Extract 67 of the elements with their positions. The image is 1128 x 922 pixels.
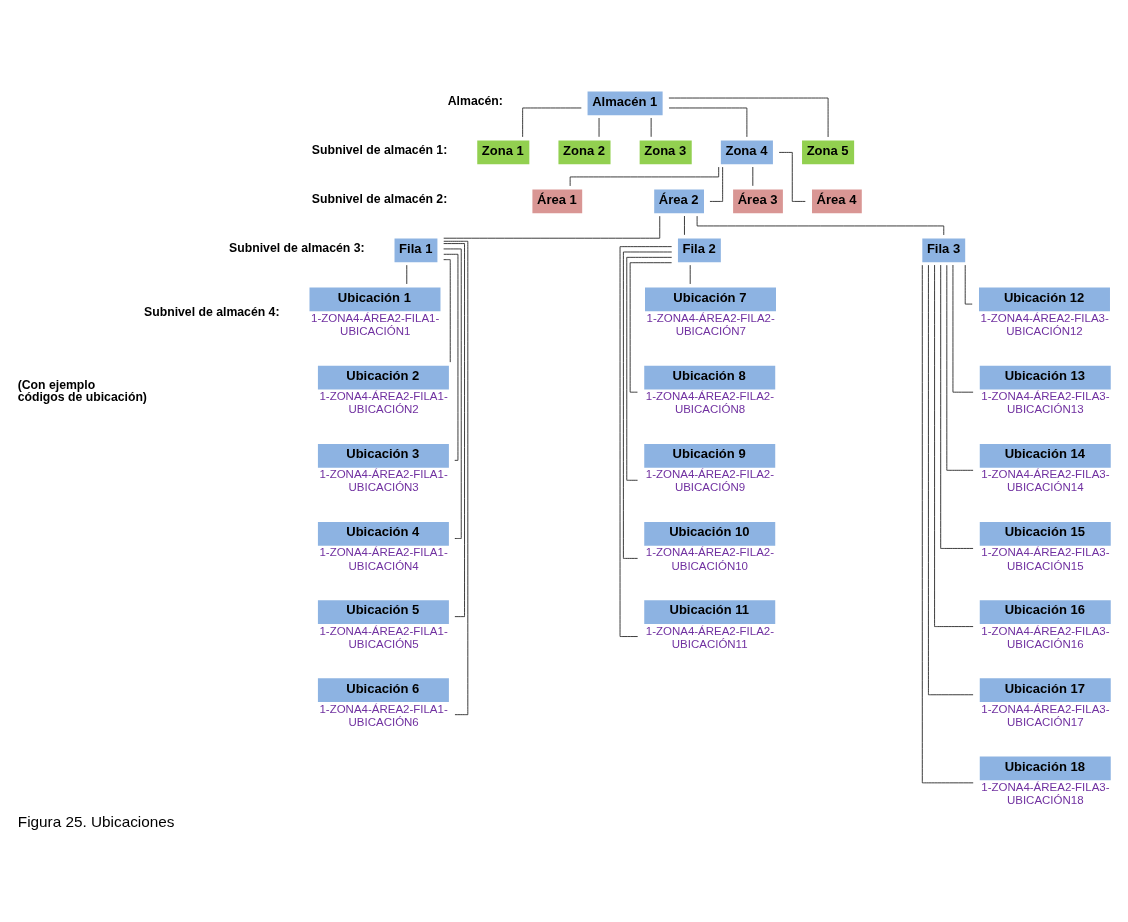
connector [623,251,673,559]
node-box: Ubicación 1 [309,287,441,311]
connector [709,166,723,202]
label: Subnivel de almacén 3: [229,240,365,255]
connector [684,215,685,235]
node-box: Ubicación 4 [317,521,449,546]
node-label: 1-ZONA4-ÁREA2-FILA2-UBICACIÓN9 [645,467,775,493]
node-box: Área 3 [733,189,783,213]
node-label: 1-ZONA4-ÁREA2-FILA3-UBICACIÓN13 [981,389,1110,415]
connector [443,242,465,617]
node-label: 1-ZONA4-ÁREA2-FILA2-UBICACIÓN11 [645,624,775,650]
node-box: Fila 3 [922,238,966,262]
node-box: Ubicación 8 [644,365,776,389]
node-label: 1-ZONA4-ÁREA2-FILA1-UBICACIÓN6 [319,702,448,728]
connector [443,248,462,539]
connector [619,245,673,637]
node-label: 1-ZONA4-ÁREA2-FILA2-UBICACIÓN7 [646,311,775,337]
node-box: Fila 1 [394,238,438,262]
node-label: 1-ZONA4-ÁREA2-FILA2-UBICACIÓN8 [645,389,775,415]
node-label: 1-ZONA4-ÁREA2-FILA1-UBICACIÓN1 [311,311,440,337]
node-label: 1-ZONA4-ÁREA2-FILA3-UBICACIÓN16 [981,624,1110,650]
node-box: Ubicación 5 [317,599,449,624]
node-box: Área 2 [654,189,704,213]
node-box: Zona 3 [639,140,692,164]
caption: Figura 25. Ubicaciones [17,812,175,830]
node-box: Fila 2 [677,238,721,262]
node-box: Ubicación 10 [644,521,776,546]
node-box: Ubicación 18 [979,755,1111,780]
node-label: 1-ZONA4-ÁREA2-FILA3-UBICACIÓN12 [980,311,1109,337]
node-box: Zona 1 [477,140,530,164]
node-box: Área 4 [812,189,862,213]
node-box: Ubicación 3 [317,443,449,468]
node-box: Ubicación 13 [979,365,1111,389]
label: (Con ejemplo códigos de ubicación) [17,377,147,404]
label: Subnivel de almacén 4: [144,304,280,319]
label: Subnivel de almacén 1: [311,142,448,157]
node-label: 1-ZONA4-ÁREA2-FILA3-UBICACIÓN17 [981,702,1110,728]
node-box: Área 1 [532,189,583,213]
node-box: Ubicación 6 [317,677,449,702]
node-box: Zona 4 [720,140,773,164]
node-box: Ubicación 16 [979,599,1111,624]
connector [928,264,974,695]
node-label: 1-ZONA4-ÁREA2-FILA1-UBICACIÓN3 [319,467,448,493]
node-box: Zona 2 [558,140,611,164]
node-label: 1-ZONA4-ÁREA2-FILA1-UBICACIÓN4 [319,545,448,572]
connector [940,264,974,549]
node-box: Ubicación 14 [979,443,1111,468]
connector [934,264,974,627]
node-box: Zona 5 [802,140,855,164]
node-label: 1-ZONA4-ÁREA2-FILA3-UBICACIÓN15 [981,545,1110,572]
connector [522,107,582,137]
node-label: 1-ZONA4-ÁREA2-FILA3-UBICACIÓN18 [981,780,1110,806]
node-label: 1-ZONA4-ÁREA2-FILA3-UBICACIÓN14 [981,467,1110,493]
label: Almacén: [447,93,503,108]
node-box: Ubicación 15 [979,521,1111,546]
node-label: 1-ZONA4-ÁREA2-FILA1-UBICACIÓN2 [319,389,448,415]
node-box: Ubicación 12 [979,287,1110,311]
node-box: Ubicación 11 [644,599,776,624]
node-box: Ubicación 9 [644,443,776,468]
node-label: 1-ZONA4-ÁREA2-FILA2-UBICACIÓN10 [645,545,775,572]
node-box: Ubicación 2 [317,365,449,389]
connector [443,258,451,363]
node-box: Almacén 1 [587,91,663,115]
node-label: 1-ZONA4-ÁREA2-FILA1-UBICACIÓN5 [319,624,448,650]
node-box: Ubicación 17 [979,677,1111,702]
node-box: Ubicación 7 [645,287,776,311]
label: Subnivel de almacén 2: [311,191,448,206]
